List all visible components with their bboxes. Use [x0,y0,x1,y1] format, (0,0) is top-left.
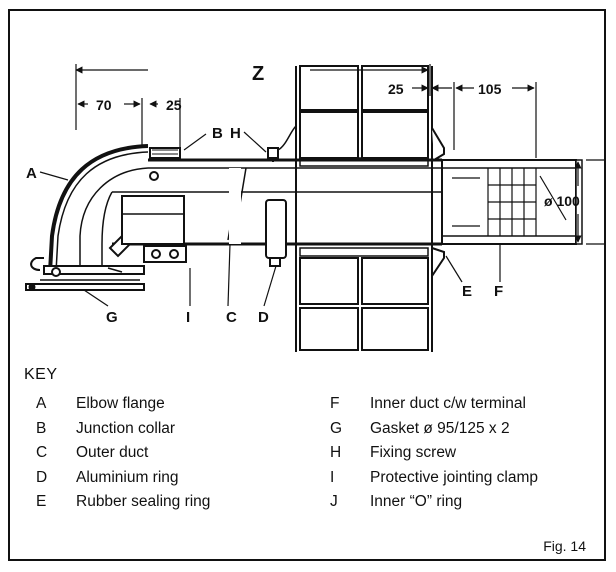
dimension-lines [75,64,604,245]
callout-a: A [26,165,37,182]
aluminium-ring [265,199,287,267]
callout-f: F [494,283,503,300]
rubber-sealing-ring [431,127,445,280]
dim-100: ø 100 [544,193,580,209]
callout-c: C [226,309,237,326]
fixing-screw [267,125,297,162]
dim-25-right: 25 [388,81,404,97]
callout-b: B [212,125,223,142]
dim-25-left: 25 [166,97,182,113]
wall [295,65,433,352]
callout-leaders [39,131,501,307]
callout-e: E [462,283,472,300]
figure-label: Fig. 14 [543,538,586,554]
callout-g: G [106,309,118,326]
terminal [441,159,583,245]
junction-collar [149,147,181,181]
dim-70: 70 [96,97,112,113]
dim-105: 105 [478,81,502,97]
jointing-clamp [121,195,187,263]
callout-d: D [258,309,269,326]
callout-i: I [186,309,190,326]
key-title: KEY [24,366,58,383]
callout-h: H [230,125,241,142]
dim-z: Z [252,63,264,85]
